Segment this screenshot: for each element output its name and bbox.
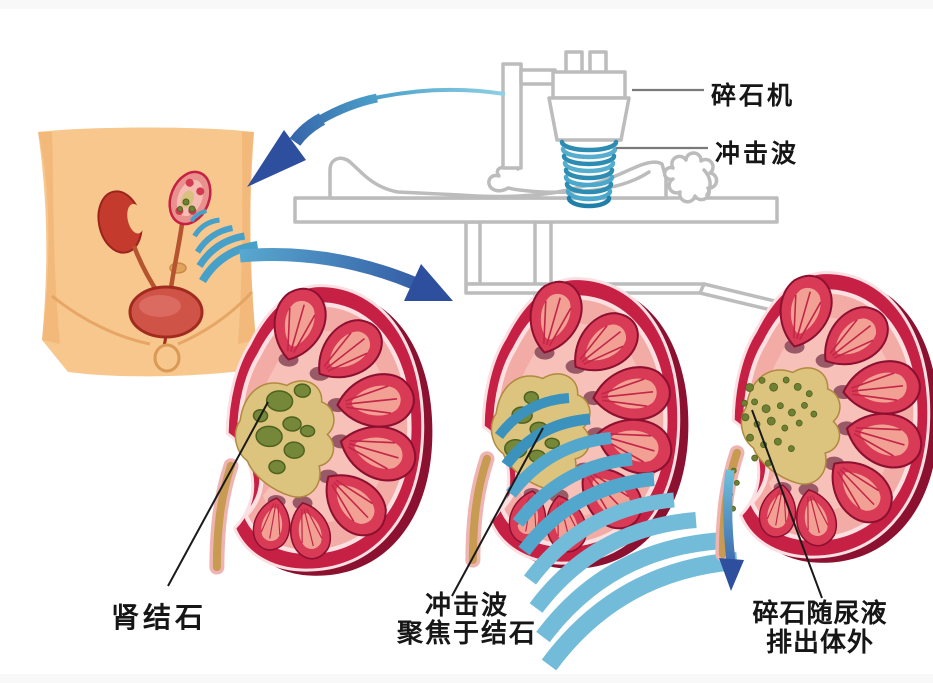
bottom-margin-strip [0,674,933,683]
machine-cap [551,70,627,100]
torso-shading-right [238,132,256,344]
stone-fragments [727,376,818,512]
patient-figure [328,151,719,204]
label-machine: 碎石机 [711,81,796,110]
table-leg [464,220,482,286]
torso-mini-shockwave-fan [189,209,259,284]
arrowhead [247,130,306,187]
kidney-stage-1-stones [216,279,443,583]
machine-column [501,62,523,170]
label-shockwave-focus-line1: 冲击波 [424,591,509,621]
arrowhead [719,558,744,591]
torso-shading-left [38,132,60,344]
label-fragments-expelled: 碎石随尿液 排出体外 [724,599,916,659]
torso-stones [177,198,196,213]
table-top [293,196,779,224]
label-kidney-stone: 肾结石 [111,601,208,634]
label-shockwave-focus: 冲击波 聚焦于结石 [372,592,562,648]
pelvic-crease [177,290,254,346]
leader-line-expel [751,409,823,599]
patient-face [702,168,712,197]
label-shockwave: 冲击波 [715,139,800,168]
machine-arm [519,68,557,86]
leader-line-kidney-stone [167,401,269,587]
lithotripter-machine [501,50,631,170]
label-fragments-expelled-line2: 排出体外 [765,628,874,659]
torso-kidney-solid [97,190,145,254]
kidney-stones [252,383,316,475]
top-margin-strip [0,0,933,9]
pelvic-crease [51,294,151,346]
kidney-stage-3-expel [722,266,933,570]
arrow-urine-flow [719,469,744,591]
machine-head-body [547,96,631,142]
genital-outline [153,343,181,373]
shockwave-fan [494,393,738,671]
arrow-machine-to-torso [247,87,506,187]
arrowhead [404,264,453,301]
shockwave-coil-icon [559,139,619,209]
label-shockwave-focus-line2: 聚焦于结石 [396,619,537,650]
torso-illustration [38,127,259,377]
leader-line-focus [451,427,544,597]
label-fragments-expelled-line1: 碎石随尿液 [752,599,888,629]
bladder-highlight [139,295,181,317]
patient-head [662,151,719,204]
arrow-torso-to-kidney [239,248,453,301]
